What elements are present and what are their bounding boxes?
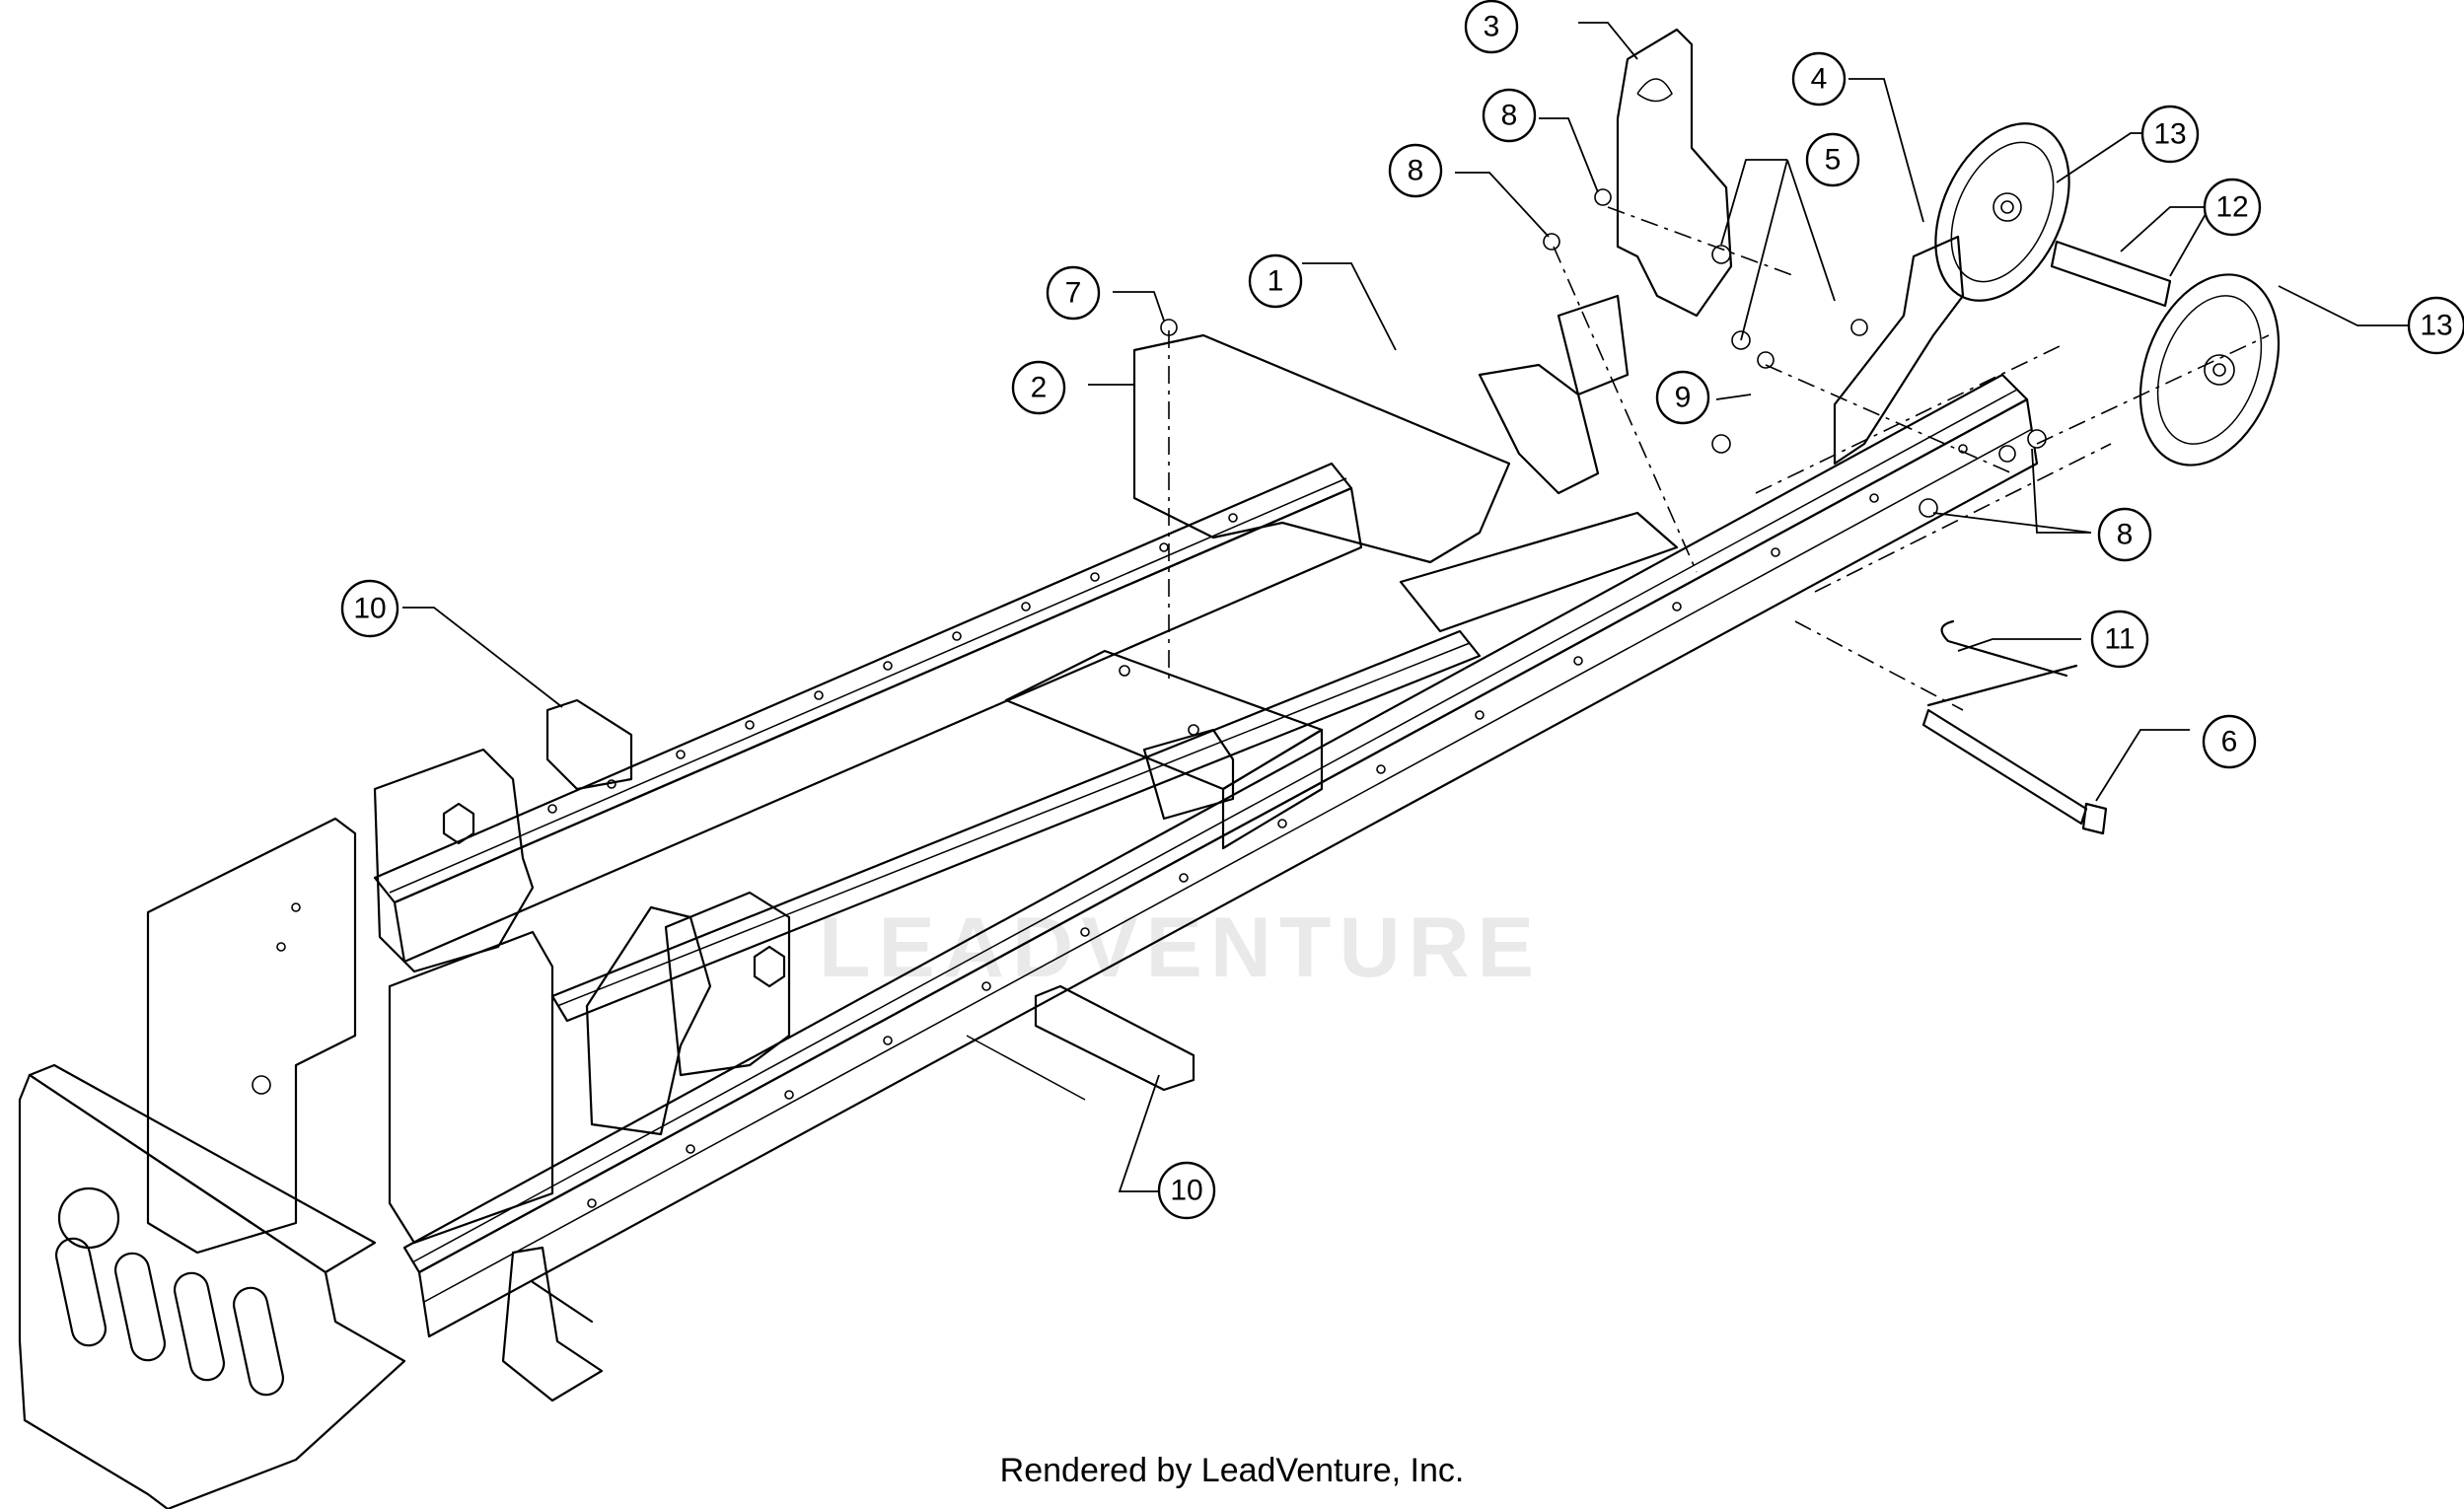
svg-text:13: 13 bbox=[2420, 310, 2452, 342]
callout-8-left: 8 bbox=[1388, 143, 1443, 198]
watermark: LEADVENTURE bbox=[819, 900, 1542, 995]
hair-pin-11 bbox=[1926, 619, 2078, 707]
callout-13-upper: 13 bbox=[2140, 105, 2200, 164]
svg-text:1: 1 bbox=[1268, 265, 1284, 298]
callout-5: 5 bbox=[1805, 132, 1860, 187]
svg-text:6: 6 bbox=[2221, 726, 2238, 758]
callout-10-rear: 10 bbox=[340, 579, 399, 638]
shaft-12 bbox=[2050, 240, 2172, 308]
callout-12: 12 bbox=[2203, 178, 2262, 237]
svg-text:9: 9 bbox=[1675, 382, 1692, 414]
stake-10-rear bbox=[545, 698, 633, 791]
svg-text:10: 10 bbox=[353, 593, 386, 625]
svg-text:3: 3 bbox=[1484, 11, 1500, 43]
callout-2: 2 bbox=[1011, 360, 1066, 415]
assembly-lines bbox=[1168, 206, 2270, 711]
svg-text:13: 13 bbox=[2153, 118, 2186, 151]
bolt-6 bbox=[1921, 708, 2108, 835]
center-plate bbox=[1004, 294, 1679, 850]
callout-8-upper: 8 bbox=[1482, 88, 1537, 143]
svg-text:8: 8 bbox=[1408, 155, 1424, 187]
pulley-upper bbox=[1934, 122, 2070, 302]
callout-7: 7 bbox=[1046, 265, 1101, 321]
svg-text:7: 7 bbox=[1065, 277, 1082, 310]
callout-1: 1 bbox=[1248, 253, 1303, 309]
pulley-lower bbox=[2138, 273, 2281, 467]
hardware bbox=[1160, 188, 2047, 518]
callout-3: 3 bbox=[1464, 0, 1519, 54]
svg-text:10: 10 bbox=[1170, 1175, 1202, 1207]
svg-text:11: 11 bbox=[2104, 623, 2135, 656]
svg-text:8: 8 bbox=[1501, 100, 1518, 132]
callout-13-lower: 13 bbox=[2407, 296, 2464, 355]
footer-credit: Rendered by LeadVenture, Inc. bbox=[999, 1452, 1465, 1489]
callout-11: 11 bbox=[2090, 610, 2149, 669]
frame-rails bbox=[373, 373, 2039, 1338]
leader-lines bbox=[402, 22, 2409, 1192]
callout-4: 4 bbox=[1791, 51, 1847, 107]
svg-text:4: 4 bbox=[1811, 63, 1828, 96]
rail-holes bbox=[547, 444, 1968, 1208]
stake-10-front bbox=[966, 984, 1196, 1101]
callout-10-front: 10 bbox=[1157, 1161, 1216, 1220]
svg-text:12: 12 bbox=[2215, 191, 2248, 224]
callout-6: 6 bbox=[2202, 714, 2257, 769]
bracket-3 bbox=[1616, 28, 1733, 318]
svg-text:5: 5 bbox=[1825, 144, 1842, 177]
callout-9: 9 bbox=[1655, 370, 1710, 425]
svg-text:8: 8 bbox=[2117, 519, 2134, 551]
rear-bumper-assembly bbox=[18, 748, 791, 1509]
svg-text:2: 2 bbox=[1031, 372, 1048, 404]
callout-8-right: 8 bbox=[2097, 507, 2152, 562]
